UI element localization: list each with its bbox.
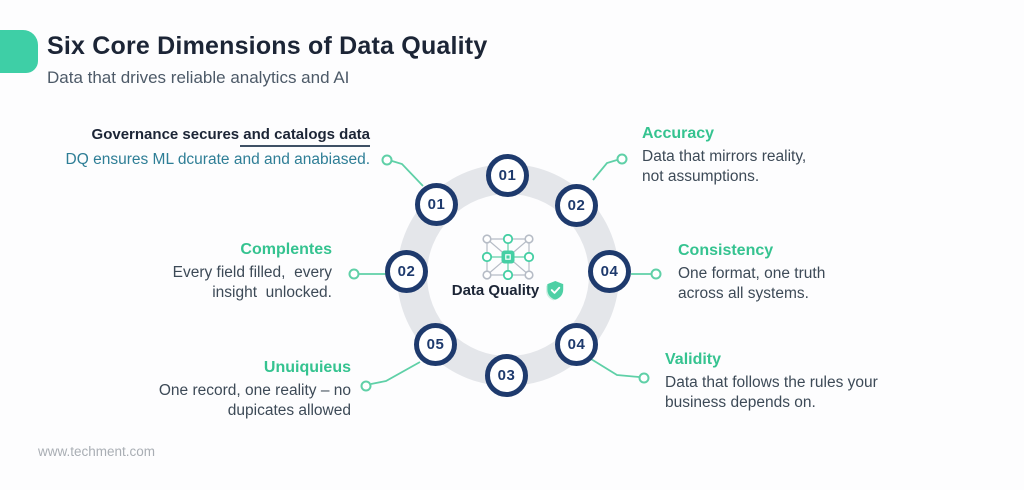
callout-validity-line: Data that follows the rules your	[665, 374, 878, 392]
ring-badge-lower-left: 05	[414, 323, 457, 366]
badge-label: 03	[497, 367, 516, 384]
ring-badge-upper-left: 01	[415, 183, 458, 226]
callout-accuracy-line: not assumptions.	[642, 167, 760, 185]
callout-accuracy: Accuracy Data that mirrors reality, not …	[642, 124, 806, 186]
callout-consistency-title: Consistency	[678, 242, 774, 259]
ring-badge-left: 02	[385, 250, 428, 293]
callout-uniqueness-title: Unuiquieus	[263, 359, 351, 376]
callout-consistency-line: across all systems.	[678, 284, 809, 302]
ring-badge-bottom: 03	[485, 354, 528, 397]
page-subtitle: Data that drives reliable analytics and …	[47, 68, 350, 87]
header: Six Core Dimensions of Data Quality Data…	[47, 32, 487, 88]
callout-completeness-line: insight unlocked.	[212, 283, 332, 301]
callout-consistency: Consistency One format, one truth across…	[678, 241, 825, 303]
callout-completeness: Complentes Every field filled, every ins…	[173, 240, 332, 302]
underline-divider	[240, 145, 370, 147]
badge-label: 02	[567, 197, 586, 214]
ring-badge-top: 01	[486, 154, 529, 197]
center-label-row: Data Quality	[397, 280, 619, 301]
callout-validity-line: business depends on.	[665, 393, 816, 411]
badge-label: 04	[600, 263, 619, 280]
callout-accuracy-line: Data that mirrors reality,	[642, 148, 807, 166]
callout-completeness-line: Every field filled, every	[172, 264, 332, 282]
callout-uniqueness-line: dupicates allowed	[227, 401, 351, 419]
ring-badge-upper-right: 02	[555, 184, 598, 227]
corner-accent-shape	[0, 30, 38, 73]
page-title: Six Core Dimensions of Data Quality	[47, 32, 488, 60]
callout-validity-title: Validity	[665, 351, 722, 368]
ring-badge-right: 04	[588, 250, 631, 293]
callout-uniqueness: Unuiquieus One record, one reality – no …	[159, 358, 351, 420]
badge-label: 01	[427, 196, 446, 213]
website-url: www.techment.com	[38, 444, 156, 459]
callout-governance: Governance secures and catalogs data DQ …	[66, 126, 370, 169]
callout-completeness-title: Complentes	[240, 241, 332, 258]
callout-consistency-line: One format, one truth	[678, 265, 826, 283]
badge-label: 04	[567, 336, 586, 353]
badge-label: 02	[397, 263, 416, 280]
callout-governance-title: Governance secures and catalogs data	[91, 126, 370, 143]
callout-governance-body: DQ ensures ML dcurate and and anabiased.	[65, 151, 370, 168]
center-label: Data Quality	[451, 282, 540, 299]
shield-check-icon	[546, 281, 564, 301]
badge-label: 05	[426, 336, 445, 353]
callout-validity: Validity Data that follows the rules you…	[665, 350, 878, 412]
network-grid-icon	[481, 234, 535, 280]
callout-accuracy-title: Accuracy	[642, 125, 715, 142]
badge-label: 01	[498, 167, 517, 184]
callout-uniqueness-line: One record, one reality – no	[158, 382, 351, 400]
ring-badge-lower-right: 04	[555, 323, 598, 366]
